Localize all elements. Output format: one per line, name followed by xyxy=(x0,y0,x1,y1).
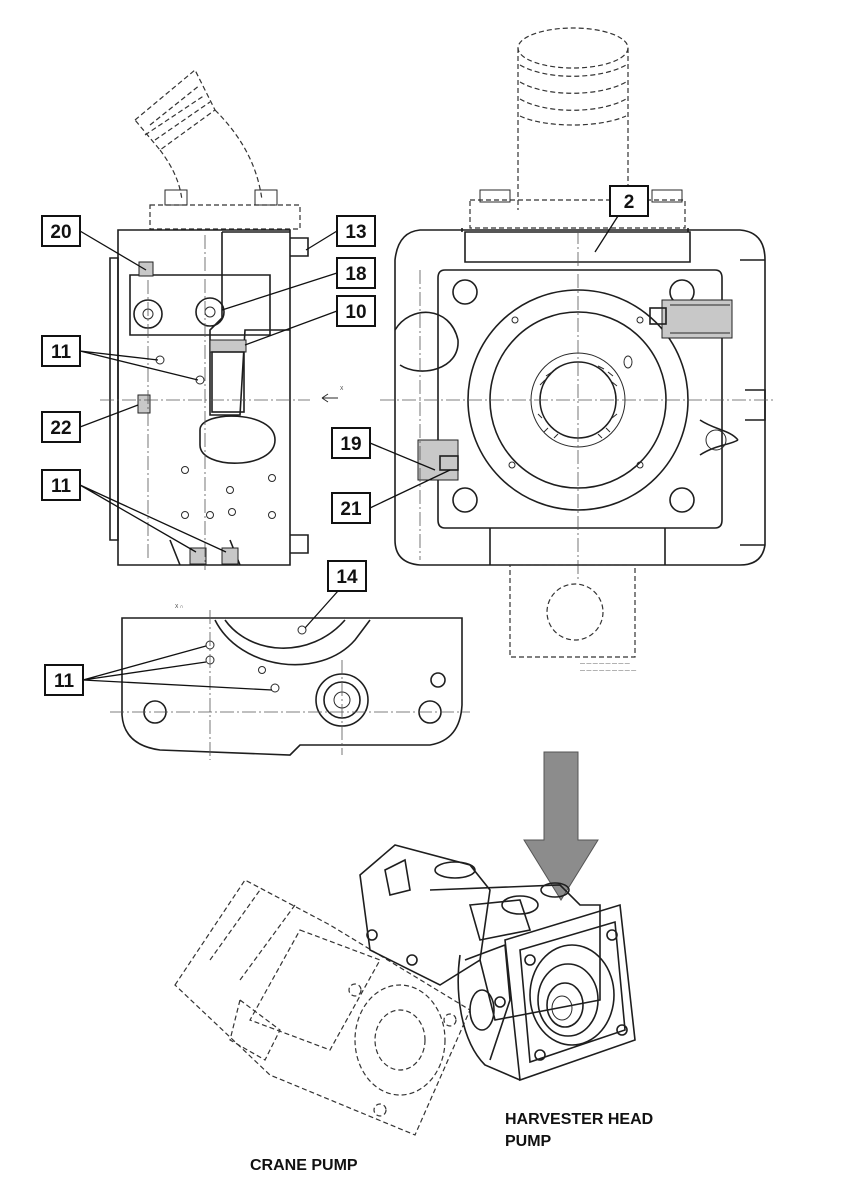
callout-2: 2 xyxy=(594,185,649,253)
callout-14: 14 xyxy=(304,560,367,629)
harvester-pump-illustration xyxy=(359,844,636,1082)
callout-11-middle: 11 xyxy=(41,469,227,553)
harvester-head-label-line1: HARVESTER HEAD xyxy=(505,1111,653,1128)
svg-text:11: 11 xyxy=(51,342,72,363)
svg-text:21: 21 xyxy=(340,499,362,520)
crane-pump-illustration xyxy=(174,879,471,1136)
svg-text:14: 14 xyxy=(336,567,358,588)
side-view-hose xyxy=(134,69,301,230)
svg-text:2: 2 xyxy=(624,192,635,213)
callout-18: 18 xyxy=(221,257,376,311)
callout-10: 10 xyxy=(244,295,376,346)
front-view-cylinder xyxy=(469,27,686,229)
svg-text:— — — — — — — — —: — — — — — — — — — xyxy=(580,668,636,674)
svg-text:11: 11 xyxy=(54,671,75,692)
svg-text:22: 22 xyxy=(50,418,71,439)
crane-pump-label: CRANE PUMP xyxy=(250,1157,358,1174)
svg-text:— — — — — — — —: — — — — — — — — xyxy=(580,661,630,667)
harvester-head-label-line2: PUMP xyxy=(505,1133,552,1150)
svg-text:20: 20 xyxy=(50,222,71,243)
callout-21: 21 xyxy=(331,469,451,524)
svg-text:18: 18 xyxy=(345,264,366,285)
callout-19: 19 xyxy=(331,427,436,471)
bottom-view: X ∩ xyxy=(110,604,470,760)
callout-11-lower: 11 xyxy=(44,645,273,696)
svg-text:X: X xyxy=(340,386,344,392)
svg-text:X ∩: X ∩ xyxy=(175,604,183,610)
svg-text:13: 13 xyxy=(345,222,366,243)
callout-20: 20 xyxy=(41,215,147,271)
svg-text:11: 11 xyxy=(51,476,72,497)
svg-text:19: 19 xyxy=(340,434,361,455)
down-arrow-icon xyxy=(523,751,599,901)
pump-assembly-illustration xyxy=(174,844,636,1136)
callout-22: 22 xyxy=(41,404,139,443)
callout-13: 13 xyxy=(305,215,376,251)
side-view: X xyxy=(100,69,344,570)
callout-11-upper: 11 xyxy=(41,335,199,381)
svg-text:10: 10 xyxy=(345,302,366,323)
front-view: — — — — — — — — — — — — — — — — — xyxy=(380,27,775,674)
